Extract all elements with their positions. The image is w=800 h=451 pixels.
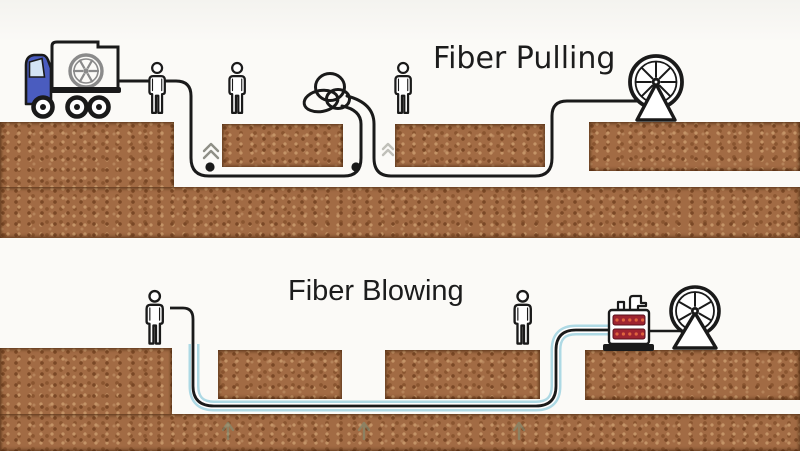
truck-window [28,57,46,78]
worker-icon [228,61,246,114]
blowing-machine-icon [603,294,686,351]
up-chevron-icon [381,142,395,157]
trench-chevrons [202,142,395,160]
airflow-arrow-icon [357,421,371,441]
airflow-arrows [221,421,526,441]
airflow-arrow-icon [221,421,235,441]
soil-island-bottom-2 [385,350,540,399]
soil-island-bottom-1 [218,350,342,399]
blown-cable-path [170,306,609,408]
cable-reel-tripod-icon [628,54,684,122]
worker-icon [145,289,164,345]
microduct-tube [170,306,609,412]
cable-roller-dot [205,162,215,172]
machine-exhaust-pipe [628,294,648,312]
cable-roller-dots [205,162,361,172]
machine-base [603,344,654,351]
soil-block-bottom-right [585,350,800,400]
soil-band-top [0,187,800,238]
soil-island-top-1 [222,124,343,167]
worker-icon [513,289,532,345]
truck-wheels [31,95,111,119]
scene-title-fiber-pulling: Fiber Pulling [433,41,616,76]
cable-reel-tripod-icon [669,285,721,350]
soil-island-top-2 [395,124,545,167]
worker-icon [394,61,412,114]
soil-block-top-right [589,122,800,171]
soil-band-bottom [0,414,800,451]
worker-icon [148,61,166,114]
truck-platform [42,87,121,93]
cable-roller-dot [351,162,361,172]
cable-slack-coil-icon [302,72,351,114]
scene-title-fiber-blowing: Fiber Blowing [288,275,464,307]
truck-bed-frame [50,40,120,90]
pulled-cable-path [116,79,652,178]
up-chevron-icon [202,142,220,160]
cable-drum-truck-icon [24,40,121,119]
airflow-arrow-icon [512,421,526,441]
